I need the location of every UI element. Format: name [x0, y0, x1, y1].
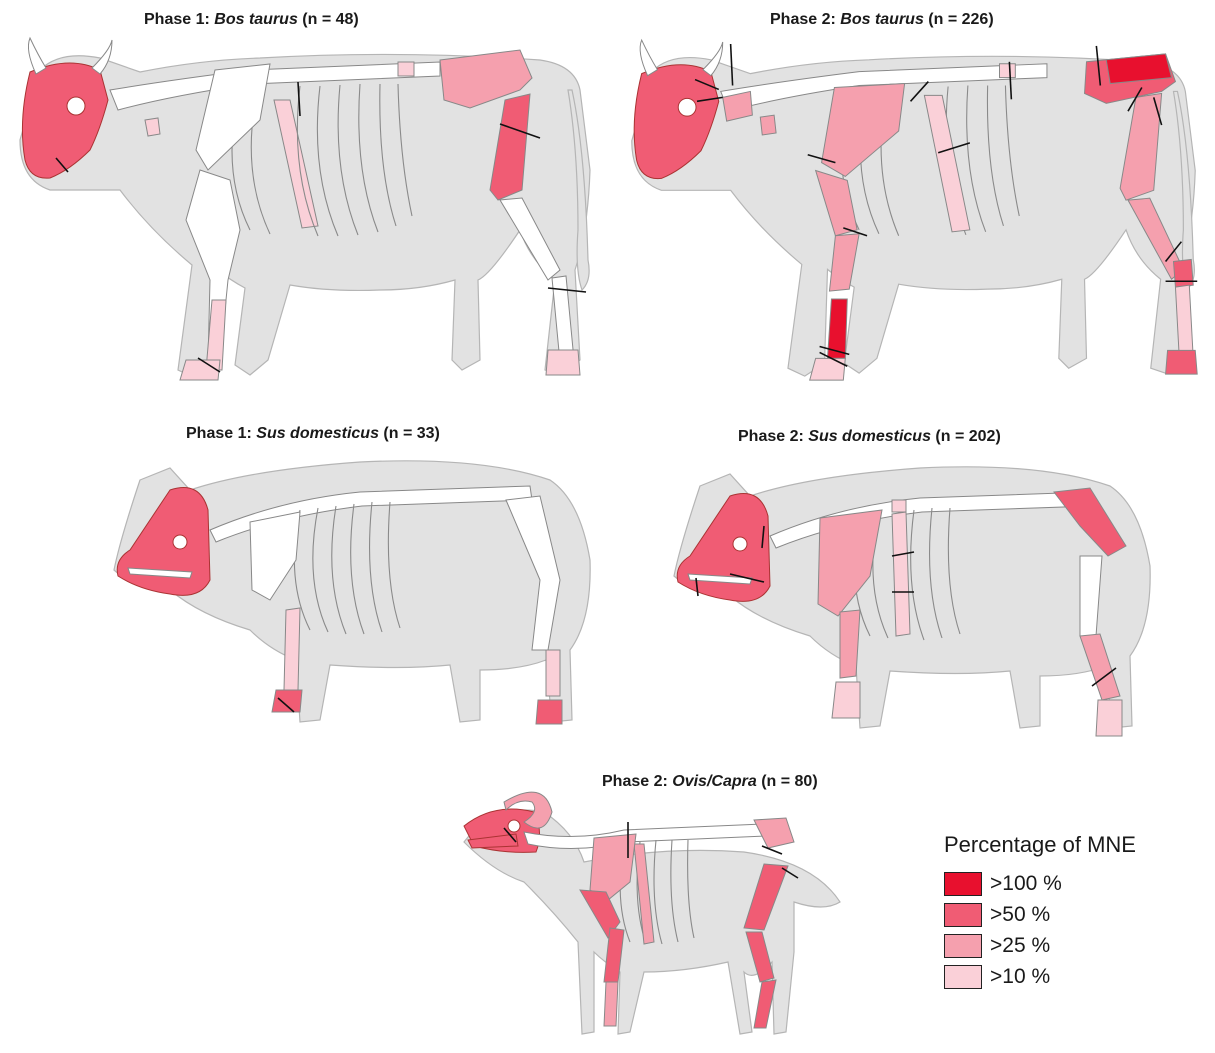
- pig-phase2-diagram: [660, 456, 1170, 746]
- panel-title-cow-phase1: Phase 1: Bos taurus (n = 48): [144, 11, 359, 29]
- panel-title-cow-phase2: Phase 2: Bos taurus (n = 226): [770, 11, 994, 29]
- legend-title: Percentage of MNE: [944, 832, 1184, 858]
- eye-socket: [67, 97, 85, 115]
- hoof-fore: [272, 690, 302, 712]
- legend-swatch: [944, 934, 982, 958]
- hoof-fore: [832, 682, 860, 718]
- metacarpal-fore: [604, 982, 618, 1026]
- eye-socket: [678, 98, 696, 116]
- eye-socket: [173, 535, 187, 549]
- tarsal: [1173, 259, 1193, 287]
- legend-label: >100 %: [990, 872, 1062, 896]
- legend-swatch: [944, 903, 982, 927]
- legend-item: >10 %: [944, 961, 1184, 992]
- legend-swatch: [944, 872, 982, 896]
- panel-title-pig-phase1: Phase 1: Sus domesticus (n = 33): [186, 425, 440, 443]
- legend-label: >25 %: [990, 934, 1050, 958]
- legend-label: >10 %: [990, 965, 1050, 989]
- hoof-fore: [180, 360, 220, 380]
- horn-left: [640, 40, 657, 76]
- cow-phase1-diagram: [0, 30, 610, 400]
- vertebra-colored: [892, 500, 906, 512]
- cow-phase2-diagram: [612, 30, 1215, 400]
- hoof-hind: [536, 700, 562, 724]
- legend-item: >50 %: [944, 899, 1184, 930]
- hoof-hind: [1166, 350, 1198, 374]
- forelimb: [284, 608, 300, 690]
- panel-title-pig-phase2: Phase 2: Sus domesticus (n = 202): [738, 428, 1001, 446]
- cervical-patch: [145, 118, 160, 136]
- legend: Percentage of MNE >100 % >50 % >25 % >10…: [944, 832, 1184, 992]
- horn-left: [28, 38, 46, 74]
- legend-item: >25 %: [944, 930, 1184, 961]
- sheep-phase2-diagram: [444, 782, 844, 1050]
- hoof-fore: [810, 358, 846, 380]
- pig-phase1-diagram: [100, 450, 610, 740]
- hoof-hind: [1096, 700, 1122, 736]
- hoof-hind: [546, 350, 580, 375]
- vertebra-colored: [1000, 64, 1016, 78]
- legend-item: >100 %: [944, 868, 1184, 899]
- legend-label: >50 %: [990, 903, 1050, 927]
- cervical-patch: [760, 115, 776, 135]
- eye-socket: [733, 537, 747, 551]
- vertebra-colored: [398, 62, 414, 76]
- eye-socket: [508, 820, 520, 832]
- hind-metapodial: [546, 650, 560, 696]
- legend-swatch: [944, 965, 982, 989]
- pelvis: [754, 818, 794, 848]
